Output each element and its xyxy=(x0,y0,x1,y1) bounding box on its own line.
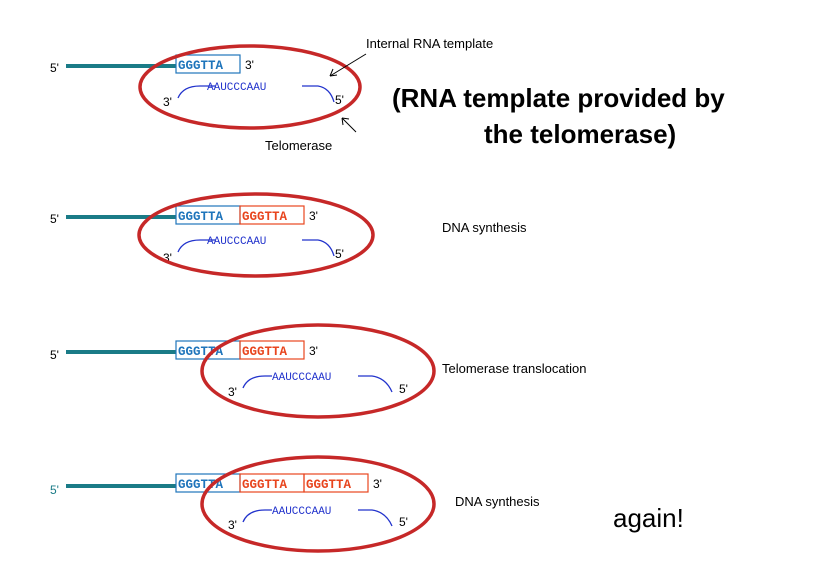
telomerase-label: Telomerase xyxy=(265,138,332,153)
stage-2-five-prime: 5' xyxy=(50,212,59,226)
stage-4: 5' GGGTTA GGGTTA GGGTTA 3' AAUCCCAAU 3' … xyxy=(50,455,540,553)
stage-4-rna-three: 3' xyxy=(228,518,237,532)
stage-2-repeat-old-seq: GGGTTA xyxy=(178,210,224,224)
stage-1-rna-five: 5' xyxy=(335,93,344,107)
stage-1: 5' GGGTTA 3' AAUCCCAAU 3' 5' xyxy=(50,44,362,130)
telomerase-arrowhead xyxy=(341,117,350,126)
stage-3-rna-five: 5' xyxy=(399,382,408,396)
stage-2-repeat-new xyxy=(239,205,305,225)
stage-3-repeat-new xyxy=(239,340,305,360)
stage-4-side-label: DNA synthesis xyxy=(455,494,540,509)
stage-3-side-label: Telomerase translocation xyxy=(442,361,587,376)
stage-4-three-prime: 3' xyxy=(373,477,382,491)
stage-4-repeat-new-1-seq: GGGTTA xyxy=(242,478,288,492)
stage-1-rna-strand xyxy=(177,85,335,103)
stage-3: 5' GGGTTA GGGTTA 3' AAUCCCAAU 3' 5' Telo… xyxy=(50,323,587,419)
stage-2-rna-seq: AAUCCCAAU xyxy=(207,236,266,248)
stage-4-five-prime: 5' xyxy=(50,483,59,497)
internal-template-label: Internal RNA template xyxy=(366,36,493,51)
stage-2-three-prime: 3' xyxy=(309,209,318,223)
stage-4-telomerase-ellipse xyxy=(200,455,436,553)
stage-3-telomerase-ellipse xyxy=(200,323,436,419)
stage-1-repeat-old-seq: GGGTTA xyxy=(178,59,224,73)
stage-3-rna-strand xyxy=(242,375,393,393)
stage-2: 5' GGGTTA GGGTTA 3' AAUCCCAAU 3' 5' DNA … xyxy=(50,192,527,278)
stage-3-repeat-old-seq: GGGTTA xyxy=(178,345,224,359)
stage-1-rna-seq: AAUCCCAAU xyxy=(207,82,266,94)
stage-2-telomerase-ellipse xyxy=(137,192,375,278)
stage-2-rna-strand xyxy=(177,239,335,257)
stage-3-rna-three: 3' xyxy=(228,385,237,399)
stage-3-rna-seq: AAUCCCAAU xyxy=(272,372,331,384)
stage-3-three-prime: 3' xyxy=(309,344,318,358)
heading-line-2: the telomerase) xyxy=(484,119,676,149)
stage-2-repeat-new-seq: GGGTTA xyxy=(242,210,288,224)
again-label: again! xyxy=(613,503,684,533)
telomerase-arrow xyxy=(341,117,357,133)
stage-4-rna-strand xyxy=(242,509,393,527)
stage-2-rna-five: 5' xyxy=(335,247,344,261)
internal-template-arrowhead xyxy=(329,68,338,77)
stage-2-side-label: DNA synthesis xyxy=(442,220,527,235)
stage-1-five-prime: 5' xyxy=(50,61,59,75)
stage-1-three-prime: 3' xyxy=(245,58,254,72)
stage-3-repeat-new-seq: GGGTTA xyxy=(242,345,288,359)
stage-3-five-prime: 5' xyxy=(50,348,59,362)
stage-4-repeat-old-seq: GGGTTA xyxy=(178,478,224,492)
stage-2-rna-three: 3' xyxy=(163,251,172,265)
stage-4-rna-seq: AAUCCCAAU xyxy=(272,506,331,518)
stage-4-rna-five: 5' xyxy=(399,515,408,529)
internal-template-arrow xyxy=(329,53,367,77)
stage-1-repeat-old xyxy=(175,54,241,74)
stage-1-telomerase-ellipse xyxy=(138,44,362,130)
stage-4-repeat-new-2 xyxy=(303,473,369,493)
stage-1-rna-three: 3' xyxy=(163,95,172,109)
stage-4-repeat-new-2-seq: GGGTTA xyxy=(306,478,352,492)
heading-line-1: (RNA template provided by xyxy=(392,83,725,113)
